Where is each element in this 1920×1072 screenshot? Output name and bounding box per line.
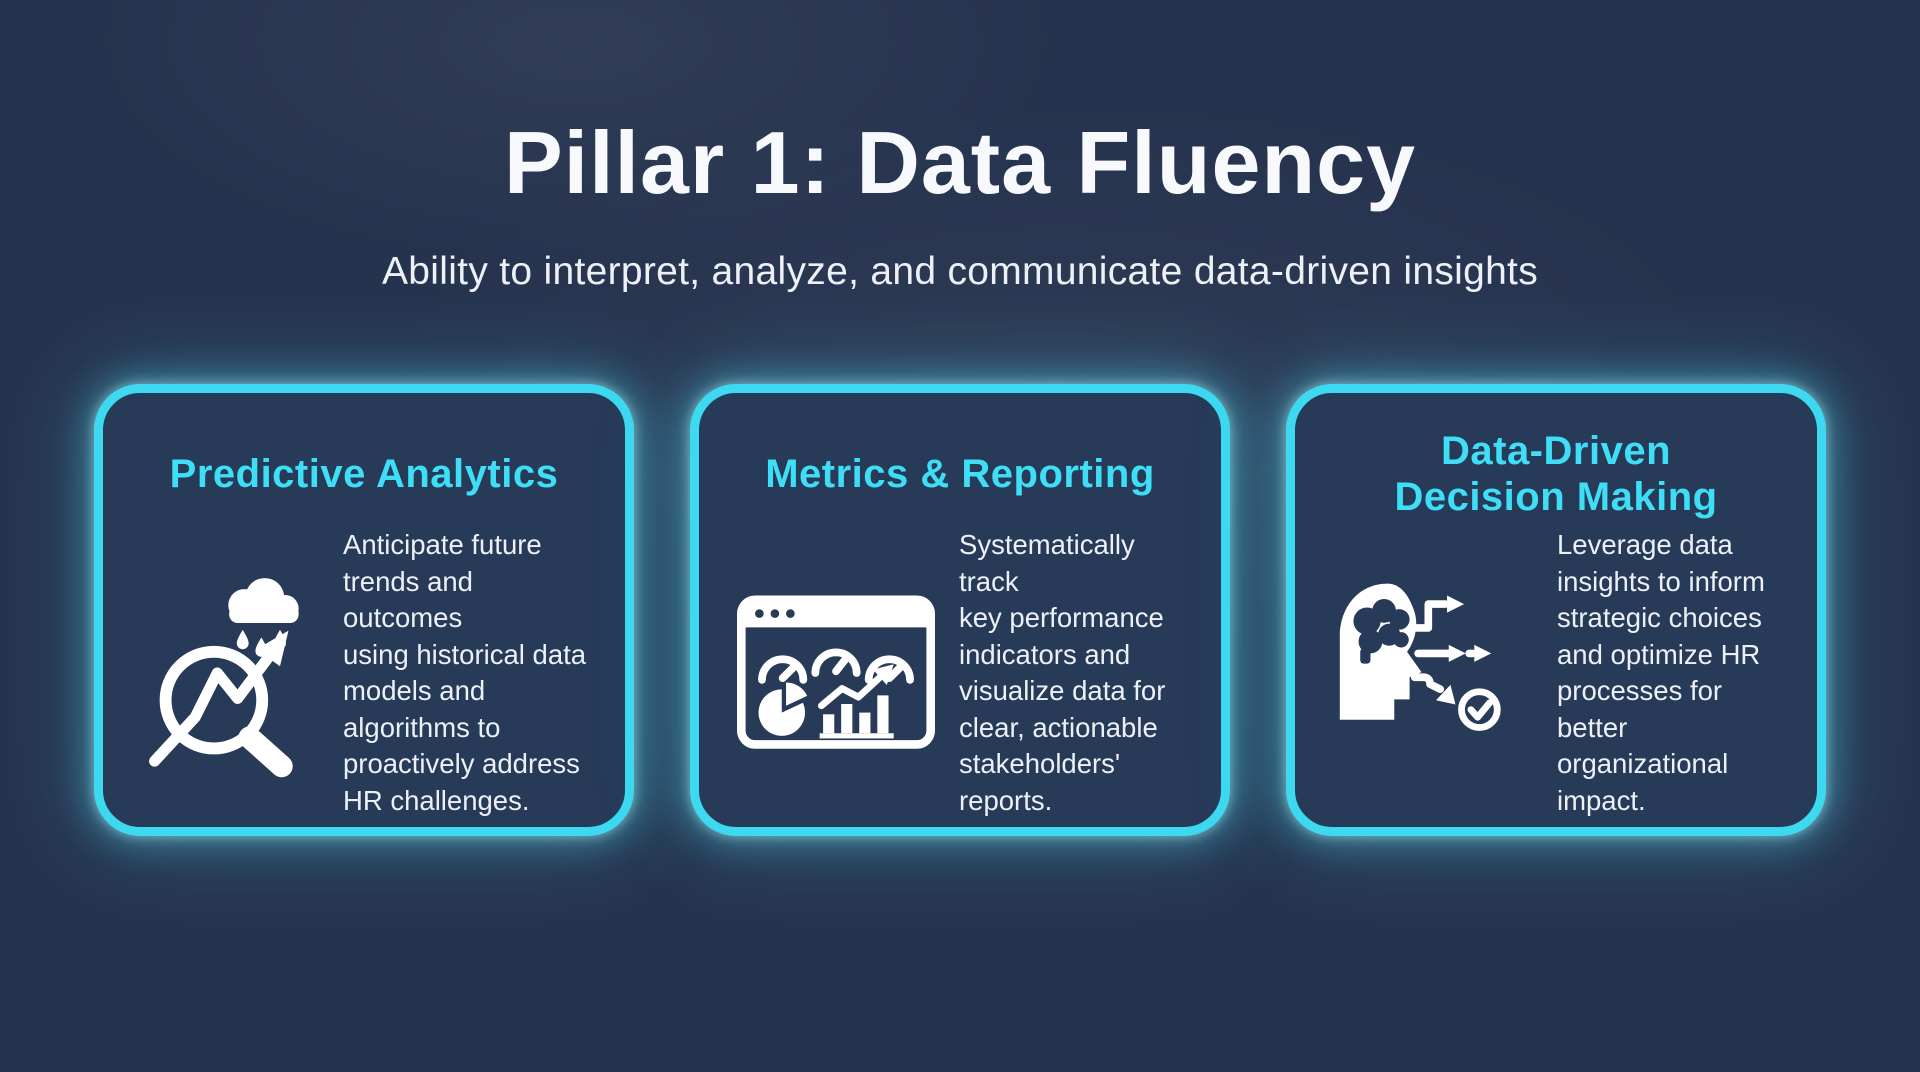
card-metrics-reporting: Metrics & Reporting [690,384,1230,836]
predictive-analytics-icon [141,567,319,779]
card-title: Data-Driven Decision Making [1394,429,1718,519]
page-subtitle: Ability to interpret, analyze, and commu… [381,250,1538,293]
card-description: Leverage data insights to inform strateg… [1557,529,1765,816]
card-description: Anticipate future trends and outcomes us… [343,529,587,816]
page-title: Pillar 1: Data Fluency [503,113,1417,212]
card-body: Systematically track key performance ind… [737,527,1183,820]
metrics-reporting-icon [737,595,935,751]
card-description: Systematically track key performance ind… [959,529,1166,816]
card-body: Leverage data insights to inform strateg… [1333,527,1779,820]
data-driven-decision-icon [1333,575,1533,771]
cards-row: Predictive Analytics [0,384,1920,836]
card-predictive-analytics: Predictive Analytics [94,384,634,836]
card-body: Anticipate future trends and outcomes us… [141,527,587,820]
card-title: Metrics & Reporting [765,452,1155,496]
card-title: Predictive Analytics [169,452,559,496]
card-data-driven-decision-making: Data-Driven Decision Making [1286,384,1826,836]
